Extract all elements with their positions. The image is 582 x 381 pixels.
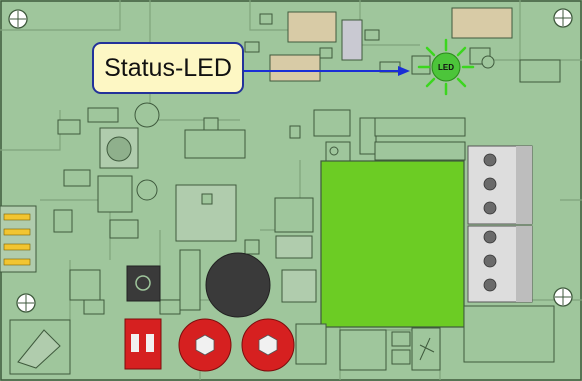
- push-button: [126, 265, 161, 302]
- terminal-block-top: [467, 145, 533, 225]
- led-glow-rays: [417, 38, 475, 96]
- status-led: LED: [417, 38, 475, 96]
- potentiometer-left: [178, 318, 232, 372]
- center-components: [159, 109, 466, 315]
- mounting-hole-top-right: [553, 8, 573, 28]
- bottom-components: [9, 305, 555, 375]
- mounting-hole-bottom-left: [16, 293, 36, 313]
- led-label: LED: [438, 63, 454, 72]
- usb-connector: [0, 205, 37, 273]
- potentiometer-right: [241, 318, 295, 372]
- status-led-callout: Status-LED: [92, 42, 244, 94]
- mounting-hole-bottom-right: [553, 287, 573, 307]
- terminal-block-bottom: [467, 225, 533, 303]
- relay: [320, 160, 465, 328]
- callout-arrow: [244, 66, 410, 76]
- dip-switch: [124, 318, 162, 370]
- mounting-hole-top-left: [8, 9, 28, 29]
- mid-left-components: [53, 102, 160, 315]
- led-body: [431, 52, 461, 82]
- buzzer: [205, 252, 271, 318]
- callout-label: Status-LED: [104, 53, 232, 82]
- top-components: [244, 7, 561, 83]
